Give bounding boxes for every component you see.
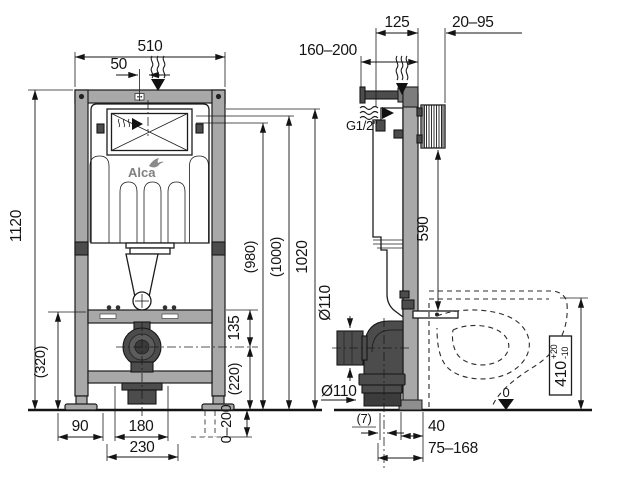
- supply-rod: [362, 90, 401, 100]
- outlet-socket: [358, 373, 406, 386]
- dim-offset-50: 50: [110, 56, 127, 73]
- dim-frame-width: 510: [138, 38, 164, 55]
- flush-pipe-flange: [125, 242, 175, 249]
- dim-bowl-height: 410 +20 -10: [549, 344, 570, 387]
- dim-leg-extension: 0–200: [219, 404, 235, 443]
- frame-post-top-cap: [402, 86, 419, 108]
- dim-bowl-tol-plus: +20: [549, 344, 559, 359]
- dim-outlet-dia: Ø110: [321, 383, 357, 400]
- window-clamp-left: [96, 123, 105, 134]
- frame-post-side: [402, 93, 419, 405]
- foot-plate-right: [201, 403, 235, 411]
- corner-bolt-right: [215, 93, 222, 100]
- outlet-pipe-end: [363, 392, 402, 407]
- dim-wall-range: 20–95: [452, 14, 494, 31]
- dim-bar-to-drain: 135: [226, 316, 243, 341]
- dim-supply-range: 160–200: [299, 42, 358, 59]
- cistern-side: [372, 107, 404, 319]
- dim-height-1020: 1020: [294, 240, 311, 274]
- frame-foot-side: [398, 399, 423, 411]
- dim-sleeve-dia: Ø110: [317, 285, 334, 321]
- window-clamp-right: [195, 123, 204, 134]
- brand-logo: Alca: [128, 165, 156, 180]
- dim-height-980: (980): [243, 241, 259, 273]
- dim-drain-height: (220): [227, 363, 243, 395]
- dim-bowl-height-box: [548, 335, 573, 396]
- wall-bracket-right: [211, 241, 226, 256]
- fill-valve-connection: [375, 119, 386, 132]
- dim-40: 40: [428, 418, 445, 435]
- flush-pipe-collar: [129, 247, 171, 255]
- supply-arrow-icon: [151, 79, 165, 91]
- dim-height-1000: (1000): [269, 237, 285, 277]
- dim-flush-height: 590: [415, 216, 432, 242]
- dim-lower-height: (320): [33, 346, 49, 378]
- dim-foot-90: 90: [72, 418, 89, 435]
- water-flow-icon-window: [118, 118, 130, 128]
- dim-bowl-tol-minus: -10: [560, 347, 570, 359]
- front-dimensions: 510 50 1120 (320) 135 (220) (980) (1000)…: [8, 38, 320, 461]
- fixing-bolt: [115, 305, 121, 310]
- dim-depth-125: 125: [385, 14, 410, 31]
- dim-outlet-range: 75–168: [428, 440, 478, 457]
- wc-bowl-outline: [428, 290, 568, 408]
- corner-bolt-left: [78, 93, 85, 100]
- frame-lower-rail: [87, 370, 213, 384]
- dim-bowl-height-value: 410: [553, 361, 570, 387]
- brand-bird-icon: [149, 158, 164, 168]
- datum-marker-icon: [498, 399, 514, 410]
- fixing-bolt: [162, 305, 168, 310]
- drain-elbow-side: [363, 320, 404, 375]
- supply-arrow-side-icon: [396, 83, 408, 95]
- dim-fix-230: 230: [130, 439, 156, 456]
- fixing-bolt: [171, 305, 177, 310]
- flush-funnel: [125, 253, 159, 298]
- dim-frame-height: 1120: [8, 209, 25, 242]
- datum-zero-label: 0: [503, 385, 510, 400]
- inlet-arrow-icon: [382, 107, 394, 119]
- cistern-ribs: [89, 155, 209, 243]
- wall-bracket-left: [74, 241, 89, 256]
- supply-rod-cap: [359, 86, 366, 104]
- dim-thread-g12: G1/2": [346, 118, 378, 133]
- front-view: Alca: [64, 55, 258, 416]
- side-dimensions: 125 20–95 160–200 590 Ø110 Ø110 (7) 40: [299, 14, 588, 462]
- flow-arrow-window-icon: [132, 118, 143, 130]
- finished-wall-block: [416, 104, 446, 149]
- dim-fix-180: 180: [129, 418, 155, 435]
- dim-offset-7: (7): [357, 411, 372, 426]
- foot-plate-left: [64, 403, 98, 411]
- water-inlet-icon: [359, 105, 379, 121]
- side-view: G1/2": [332, 55, 568, 468]
- fixing-bolt: [106, 305, 112, 310]
- water-supply-icon-side: [395, 55, 409, 81]
- frame-top-rail: [74, 89, 226, 104]
